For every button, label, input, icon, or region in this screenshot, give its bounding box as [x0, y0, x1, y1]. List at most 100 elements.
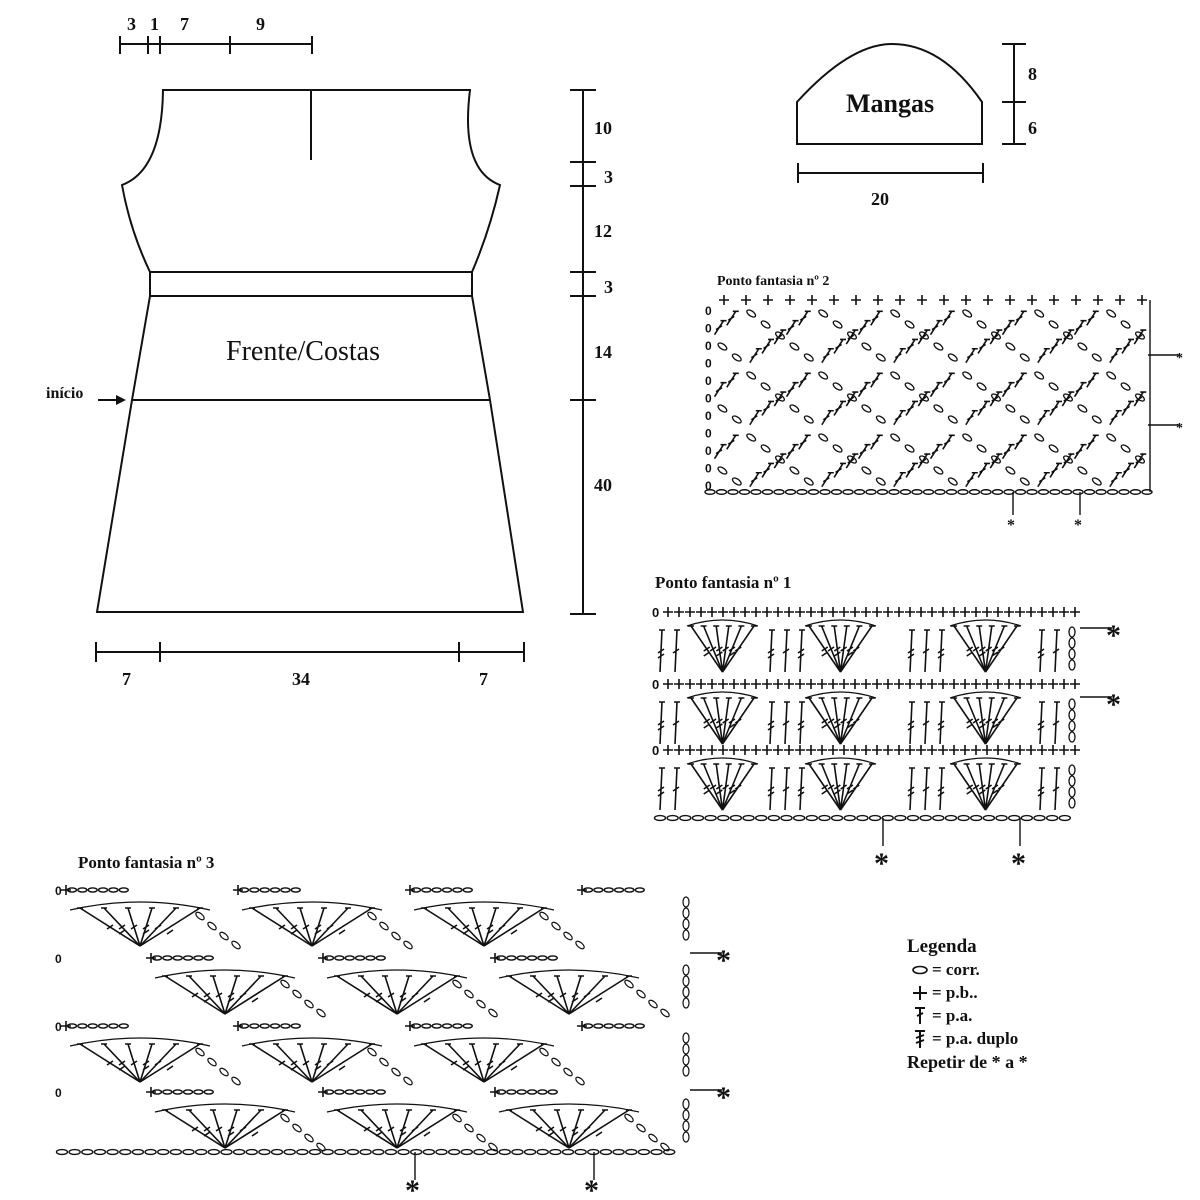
dc-icon	[311, 1043, 351, 1083]
dc-icon	[839, 763, 850, 811]
dc-icon	[1133, 329, 1147, 345]
chain-icon	[603, 887, 614, 893]
repeat-line	[882, 818, 1021, 846]
chain-icon	[1068, 786, 1076, 798]
sc-icon	[773, 607, 783, 617]
dc-icon	[857, 319, 871, 336]
dc-icon	[773, 453, 787, 469]
chain-icon	[1091, 415, 1102, 424]
tr-icon	[445, 907, 485, 947]
chain-icon	[853, 489, 866, 495]
chain-icon	[367, 911, 377, 921]
chain-icon	[193, 955, 204, 961]
dc-icon	[839, 625, 850, 673]
sleeve-outline	[796, 42, 983, 145]
dc-icon	[749, 471, 762, 488]
sleeve-width-measure: 20	[871, 189, 889, 209]
chain-icon	[231, 1076, 241, 1086]
chain-icon	[830, 489, 843, 495]
sc-icon	[729, 679, 739, 689]
chain-icon	[803, 353, 814, 362]
chain-icon	[731, 415, 742, 424]
chain-icon: 0	[652, 743, 659, 758]
dc-icon	[984, 763, 1020, 811]
dc-icon	[1014, 310, 1027, 326]
chain-icon	[1045, 814, 1059, 822]
chain-icon	[637, 1148, 651, 1156]
chain-icon	[1033, 814, 1046, 822]
sc-icon	[1027, 295, 1037, 305]
chain-icon	[452, 1023, 463, 1029]
dc-icon	[929, 381, 943, 398]
tr-icon	[688, 763, 724, 811]
sc-icon	[1026, 745, 1036, 755]
tr-icon	[530, 1109, 570, 1149]
chain-icon	[526, 955, 538, 961]
tr-icon	[951, 763, 987, 811]
dc-icon	[942, 310, 955, 326]
chain-icon	[154, 969, 296, 979]
dc-icon	[839, 763, 875, 811]
chain-icon	[452, 979, 462, 989]
dc-icon	[984, 763, 995, 811]
sc-icon	[1004, 607, 1014, 617]
chain-icon	[976, 382, 987, 391]
sc-icon	[971, 607, 981, 617]
dc-icon	[917, 391, 931, 407]
chain-icon	[682, 1032, 690, 1044]
sc-icon	[795, 607, 805, 617]
sc-icon	[894, 745, 904, 755]
chain-icon	[269, 1023, 281, 1029]
dc-icon	[297, 907, 313, 947]
chain-icon	[421, 1023, 432, 1029]
sc-icon	[927, 607, 937, 617]
chain-icon	[934, 489, 946, 495]
dc-icon	[726, 372, 739, 388]
dc-icon	[721, 763, 757, 811]
dc-icon	[818, 697, 842, 745]
tr-icon	[483, 907, 499, 947]
chain-icon	[789, 466, 800, 475]
dc-icon	[125, 1043, 141, 1083]
chain-icon	[69, 901, 211, 911]
sc-icon	[829, 295, 839, 305]
dc-icon	[224, 975, 264, 1015]
sc-icon	[960, 745, 970, 755]
chain-icon	[269, 887, 281, 893]
chain-icon	[365, 955, 376, 961]
chain-icon	[636, 1123, 646, 1133]
sc-icon	[917, 295, 927, 305]
front-back-pattern: 3 1 7 9 Frente/Costas início 10 3 12	[46, 14, 613, 689]
repeat-star: *	[1106, 619, 1121, 652]
chain-icon	[1048, 382, 1059, 391]
dc-icon	[785, 443, 799, 460]
chain-icon	[789, 342, 800, 351]
chain-icon	[1014, 489, 1027, 495]
tr-icon	[568, 1109, 584, 1149]
dc-icon	[721, 625, 732, 673]
chain-icon	[563, 1067, 573, 1077]
chain-icon	[431, 1023, 442, 1029]
chain-icon	[321, 1148, 334, 1156]
chain-icon	[194, 1148, 208, 1156]
chain-icon: 0	[652, 605, 659, 620]
dc-icon	[989, 329, 1003, 345]
chain-icon: 0	[55, 1086, 62, 1100]
chain-icon	[962, 309, 973, 318]
chain-icon	[957, 814, 970, 822]
dc-icon	[839, 697, 875, 745]
chain-icon	[876, 489, 889, 495]
dc-icon	[396, 975, 436, 1015]
chain-icon	[980, 489, 992, 495]
tr-icon	[688, 625, 724, 673]
chain-icon	[613, 887, 625, 893]
sc-icon	[1115, 295, 1125, 305]
chain-icon	[773, 489, 785, 495]
chain-icon	[118, 1023, 129, 1029]
dc-icon	[672, 767, 680, 811]
chain-icon: 0	[55, 1020, 62, 1034]
chain-icon	[1048, 444, 1059, 453]
dc-icon	[893, 409, 906, 426]
chain-icon	[182, 1148, 195, 1156]
chain-icon	[1072, 489, 1084, 495]
